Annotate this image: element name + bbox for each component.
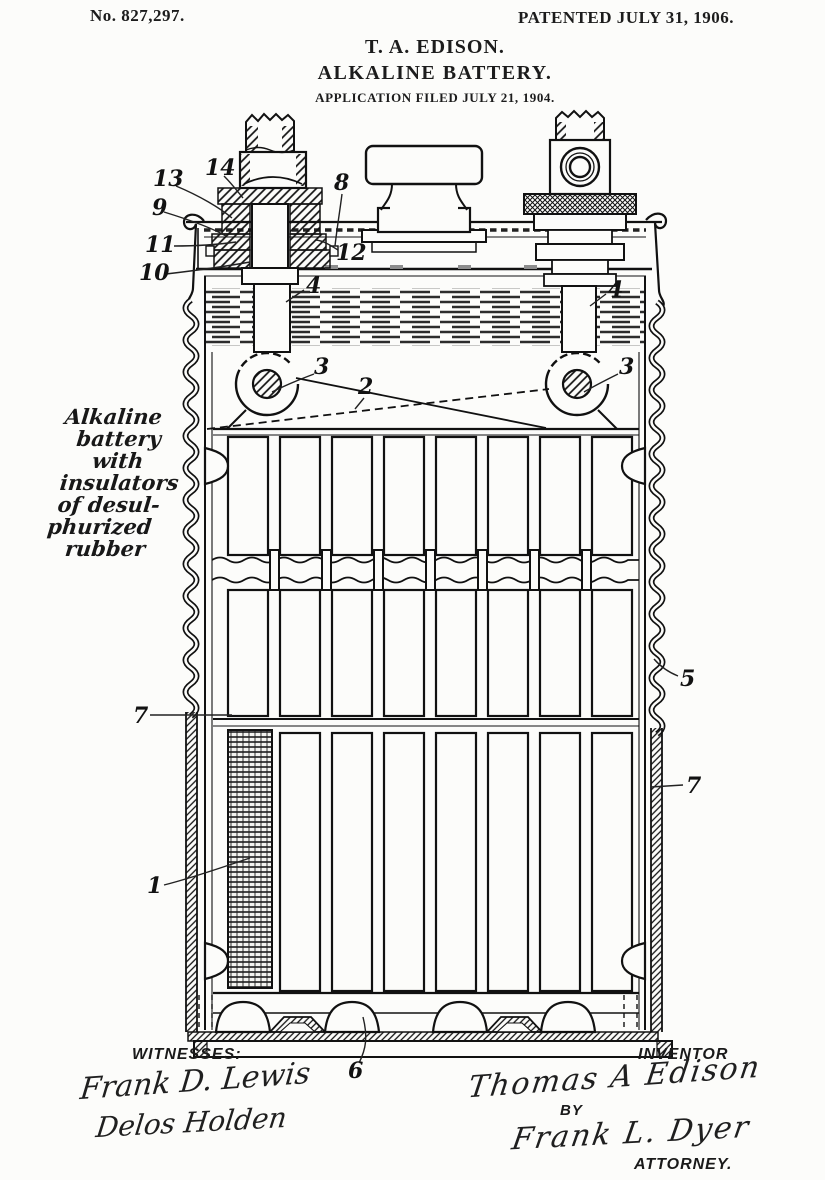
ref-label-2: 2 <box>357 374 373 400</box>
right-terminal-post <box>561 285 597 353</box>
connector-cross-brace <box>206 351 639 436</box>
patent-number: No. 827,297. <box>90 6 185 25</box>
patent-date: PATENTED JULY 31, 1906. <box>518 8 734 27</box>
application-line: APPLICATION FILED JULY 21, 1904. <box>315 90 555 105</box>
ref-label-8: 8 <box>333 170 349 196</box>
support-feet <box>214 1000 597 1034</box>
leader-lines <box>150 175 684 1064</box>
margin-note-line: of desul- <box>56 492 162 517</box>
ref-label-7-left: 7 <box>133 703 149 729</box>
knurled-nut <box>523 193 637 215</box>
rod-end-left <box>251 368 283 400</box>
ref-label-4-right: 4 <box>608 277 623 303</box>
right-terminal-assembly <box>523 109 637 353</box>
margin-note-line: rubber <box>63 536 147 561</box>
ref-label-5: 5 <box>680 666 695 692</box>
inventor-heading: INVENTOR <box>638 1046 729 1063</box>
ref-label-7-right: 7 <box>686 773 702 799</box>
base-plate <box>193 1040 673 1058</box>
by-label: BY <box>560 1102 583 1119</box>
ref-label-3-right: 3 <box>619 354 634 380</box>
invention-title: ALKALINE BATTERY. <box>317 62 553 84</box>
ref-label-14: 14 <box>205 155 236 181</box>
margin-note-line: battery <box>75 426 163 451</box>
rod-end-right <box>561 368 593 400</box>
ref-label-9: 9 <box>152 195 167 221</box>
ref-label-3-left: 3 <box>314 354 329 380</box>
left-terminal-post <box>253 283 291 353</box>
drawing-break <box>211 549 639 591</box>
hatched-plate <box>227 729 273 989</box>
wall-bosses <box>203 446 647 981</box>
plate-stack-upper <box>226 435 634 557</box>
container-right-wall <box>645 212 668 1032</box>
ref-label-11: 11 <box>145 232 176 258</box>
margin-note: Alkaline battery with insulators of desu… <box>22 404 208 561</box>
ref-label-12: 12 <box>336 240 367 266</box>
filler-cap <box>361 144 487 253</box>
terminal-eyelet <box>559 146 601 188</box>
witnesses-heading: WITNESSES: <box>132 1046 242 1063</box>
ref-label-1: 1 <box>147 873 162 899</box>
margin-note-line: phurized <box>46 514 153 539</box>
ref-label-13: 13 <box>153 166 184 192</box>
plate-stack-middle <box>226 588 634 718</box>
ref-label-4-left: 4 <box>306 273 321 299</box>
margin-note-line: with <box>91 448 145 473</box>
ref-label-10: 10 <box>139 260 170 286</box>
header-inventor-name: T. A. EDISON. <box>365 36 505 58</box>
attorney-heading: ATTORNEY. <box>634 1156 733 1173</box>
left-post-collar <box>241 267 299 285</box>
plate-stack-lower <box>227 729 634 993</box>
margin-note-line: Alkaline <box>63 404 164 429</box>
ref-label-6: 6 <box>348 1058 363 1084</box>
margin-note-line: insulators <box>58 470 180 495</box>
container-left-wall <box>182 213 205 1032</box>
bottom-tray <box>187 995 673 1058</box>
left-terminal-assembly <box>205 112 339 353</box>
reference-labels: 13 14 9 11 10 8 12 4 4 3 3 2 5 7 7 1 6 <box>133 155 702 1084</box>
